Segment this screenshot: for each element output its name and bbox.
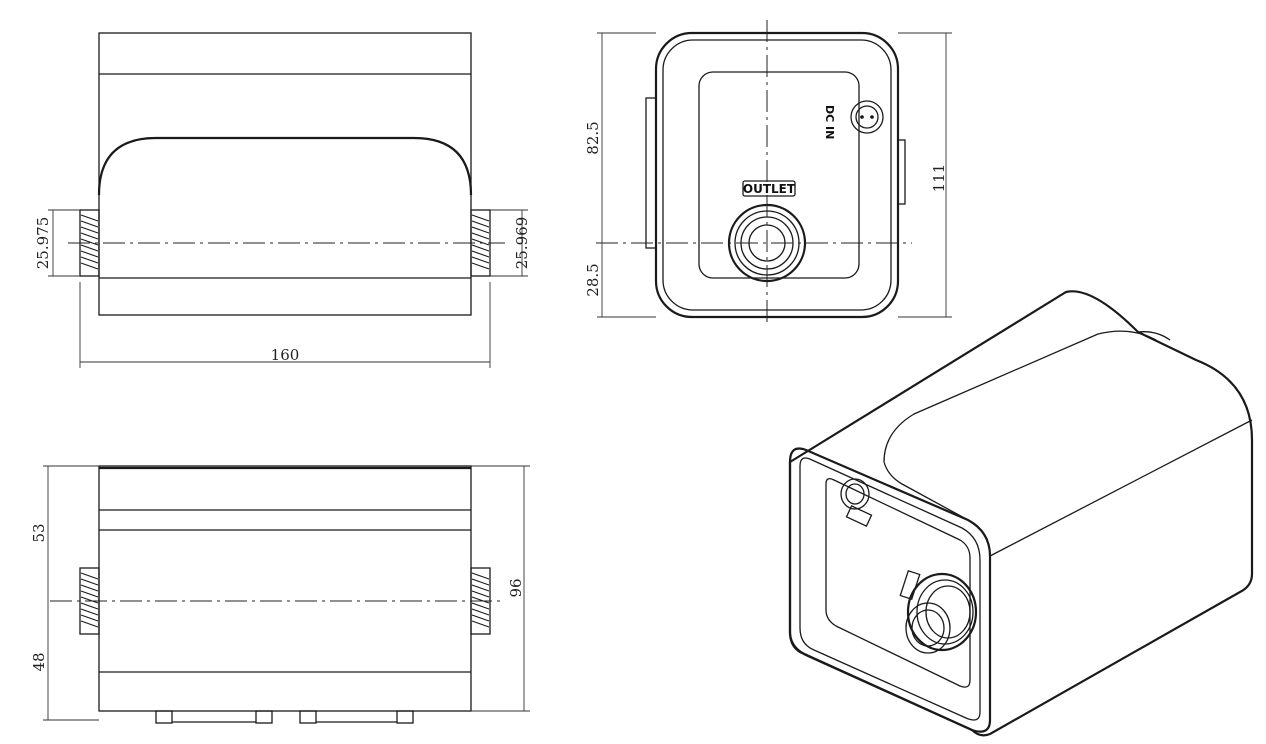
- dim-front-total: 111: [930, 164, 948, 193]
- dim-front-lower: 28.5: [584, 263, 602, 296]
- dc-in-label: DC IN: [823, 105, 836, 139]
- dim-bottom-total: 96: [507, 578, 525, 597]
- bottom-view: 53 48 96: [30, 465, 530, 724]
- isometric-view: [788, 290, 1254, 737]
- outlet-label: OUTLET: [743, 182, 796, 196]
- dim-right-port: 25.969: [513, 217, 531, 270]
- front-view: DC IN OUTLET 82.5 28.5 111: [584, 20, 952, 325]
- dim-left-port: 25.975: [34, 217, 52, 270]
- side-view: 160 25.975 25.969: [34, 32, 531, 368]
- dim-front-upper: 82.5: [584, 121, 602, 154]
- dim-width-160: 160: [271, 346, 300, 364]
- dim-bottom-lower: 48: [30, 652, 48, 671]
- dim-bottom-upper: 53: [30, 523, 48, 542]
